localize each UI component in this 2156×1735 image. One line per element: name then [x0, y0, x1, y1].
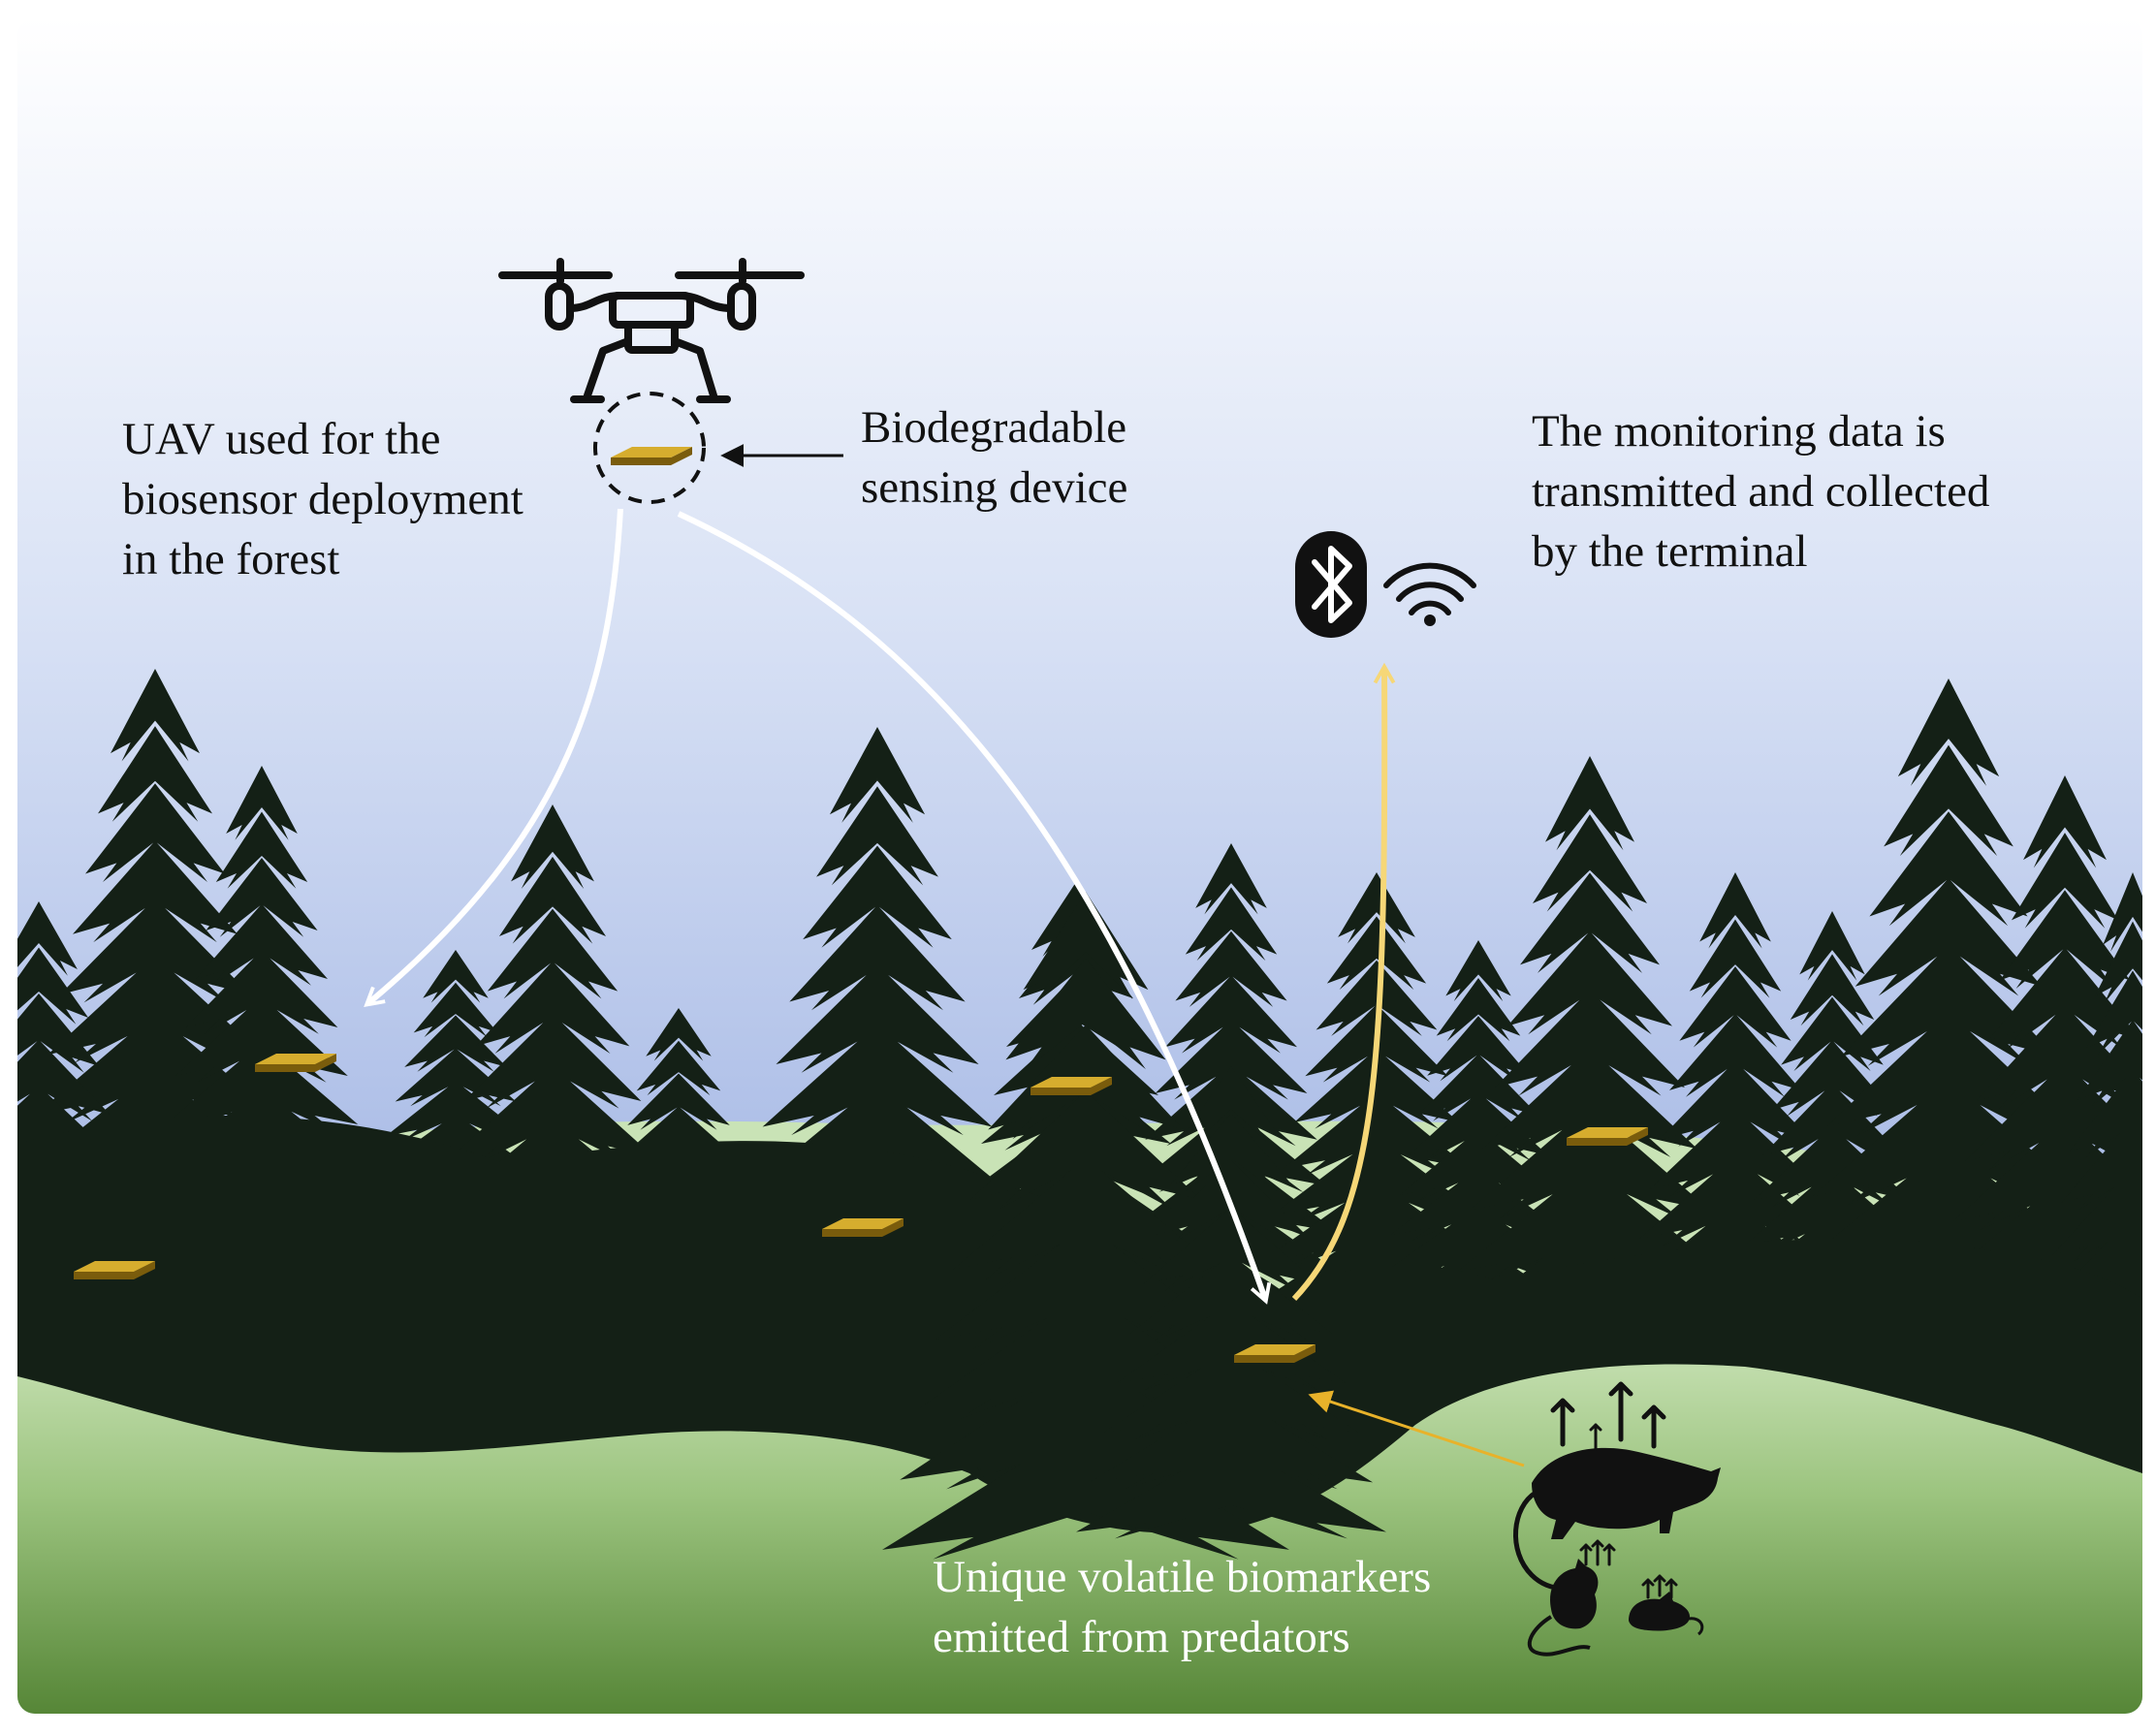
mouse-silhouette-icon [1629, 1592, 1704, 1636]
up-arrow-icon [1589, 1423, 1602, 1451]
sensor-chip [822, 1218, 904, 1237]
uav-label-line: biosensor deployment [122, 474, 523, 524]
sensor-chip [74, 1261, 155, 1279]
up-arrow-icon [1550, 1398, 1575, 1447]
biomarker-arrow [1308, 1390, 1525, 1467]
sensing-device-label: Biodegradable sensing device [861, 397, 1127, 518]
up-arrow-icon [1579, 1543, 1593, 1566]
drone-icon [498, 258, 805, 403]
up-arrow-icon [1653, 1574, 1666, 1597]
data-transmission-label: The monitoring data is transmitted and c… [1532, 401, 1989, 582]
uav-deployment-label: UAV used for the biosensor deployment in… [122, 409, 523, 589]
payload-highlight-circle [593, 392, 706, 504]
up-arrow-icon [1608, 1381, 1633, 1442]
sensor-chip [1030, 1077, 1112, 1095]
uav-label-line: UAV used for the [122, 414, 441, 464]
sensor-chip [1567, 1127, 1648, 1146]
spruce-tree [2036, 872, 2142, 1366]
sensor-chip [1234, 1344, 1316, 1363]
sensor-label-line: Biodegradable [861, 402, 1127, 453]
up-arrow-icon [1591, 1539, 1604, 1566]
sensor-chip [255, 1054, 336, 1072]
spruce-tree [1076, 1066, 1386, 1539]
uav-label-line: in the forest [122, 534, 340, 584]
deployment-arrow-right [677, 511, 1272, 1305]
sensor-chip [611, 447, 692, 465]
up-arrow-icon [1665, 1578, 1678, 1599]
sensor-label-line: sensing device [861, 462, 1128, 513]
up-arrow-icon [1641, 1578, 1655, 1599]
spruce-tree [145, 766, 378, 1228]
biomarkers-label: Unique volatile biomarkers emitted from … [933, 1547, 1431, 1667]
wifi-icon [1383, 562, 1476, 626]
transmission-label-line: by the terminal [1532, 526, 1808, 577]
deployment-arrow-left [364, 508, 623, 1008]
sensor-chip-icon [74, 447, 1648, 1363]
spruce-tree [1444, 756, 1735, 1341]
rat-silhouette-icon [1527, 1559, 1599, 1656]
up-arrow-icon [1641, 1404, 1666, 1449]
up-arrow-icon [1602, 1543, 1616, 1566]
data-transmission-arrow [1291, 662, 1396, 1302]
bluetooth-icon [1295, 531, 1367, 638]
up-arrow-icon [1550, 1381, 1678, 1599]
biomarkers-label-line: emitted from predators [933, 1612, 1350, 1662]
biomarkers-label-line: Unique volatile biomarkers [933, 1552, 1432, 1602]
transmission-label-line: transmitted and collected [1532, 466, 1990, 517]
transmission-label-line: The monitoring data is [1532, 406, 1946, 457]
tree-line-front [17, 892, 2142, 1560]
